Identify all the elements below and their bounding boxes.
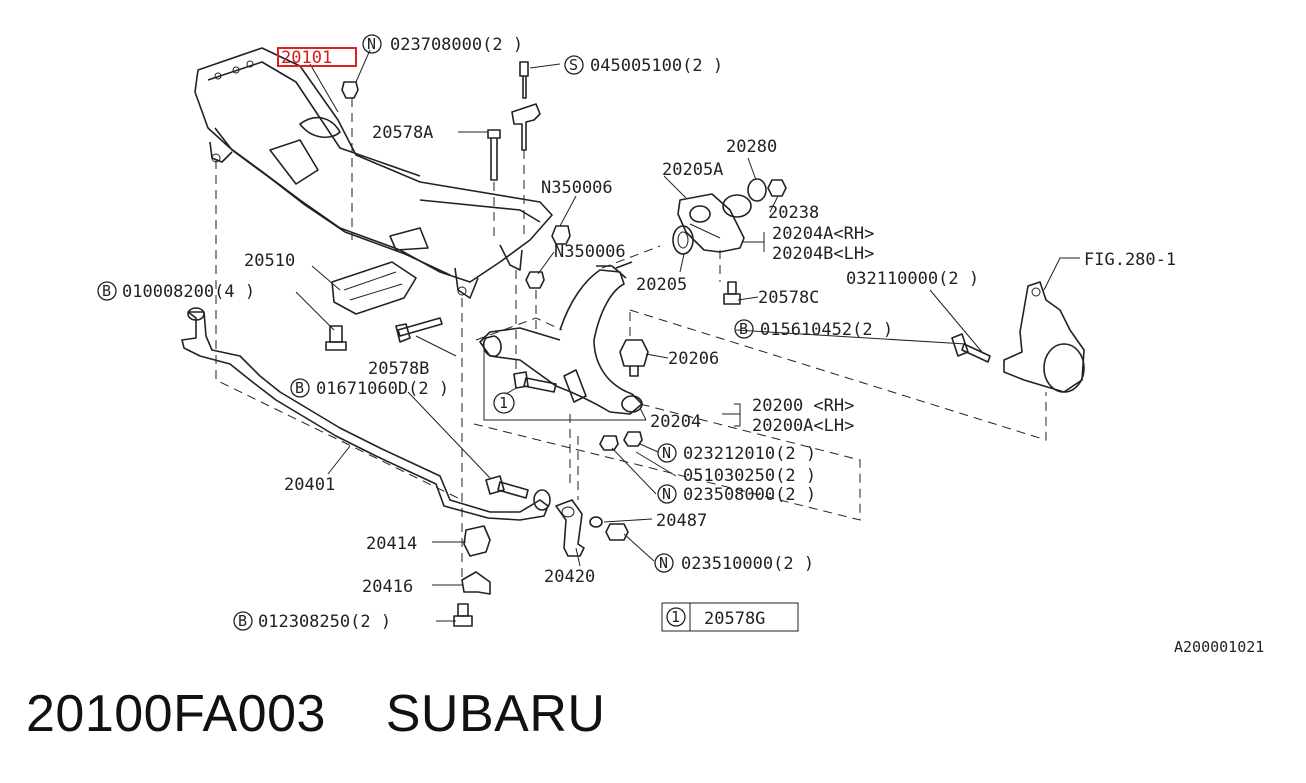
label-N350006-b[interactable]: N350006 — [554, 242, 626, 262]
nut-023708000[interactable] — [341, 81, 359, 99]
nuts-N350006[interactable] — [525, 225, 571, 289]
caption-brand: SUBARU — [385, 685, 606, 743]
stabilizer-link-20420[interactable] — [555, 499, 585, 557]
label-20200A[interactable]: 20200A<LH> — [752, 416, 854, 436]
label-20510[interactable]: 20510 — [244, 251, 295, 271]
svg-text:010008200(4 ): 010008200(4 ) — [122, 282, 255, 302]
callout-1-bolt[interactable]: 1 — [493, 392, 515, 414]
washer-20487[interactable] — [589, 516, 603, 528]
caption: 20100FA003 SUBARU — [26, 684, 605, 744]
label-032110000[interactable]: 032110000(2 ) — [846, 269, 979, 289]
label-051030250[interactable]: 051030250(2 ) — [683, 466, 816, 486]
svg-text:1: 1 — [499, 394, 508, 412]
stabilizer-bar-20401[interactable] — [181, 307, 549, 521]
washer-20280[interactable] — [747, 178, 767, 202]
svg-text:B: B — [295, 379, 304, 397]
control-arm-20200[interactable] — [479, 261, 643, 415]
callout-b-012308250[interactable]: B 012308250(2 ) — [233, 611, 391, 632]
svg-text:N: N — [659, 554, 668, 572]
bushing-20414[interactable] — [463, 525, 491, 557]
svg-text:B: B — [238, 612, 247, 630]
callout-n-023510000[interactable]: N 023510000(2 ) — [654, 553, 814, 574]
highlight-box — [277, 47, 357, 67]
bracket-20416[interactable] — [461, 571, 491, 595]
label-20101[interactable]: 20101 — [281, 48, 332, 68]
svg-text:N: N — [367, 35, 376, 53]
label-20238[interactable]: 20238 — [768, 203, 819, 223]
bolt-012308250[interactable] — [453, 603, 473, 627]
label-20204B[interactable]: 20204B<LH> — [772, 244, 874, 264]
svg-text:N: N — [662, 485, 671, 503]
svg-text:023708000(2 ): 023708000(2 ) — [390, 35, 523, 55]
bolt-045005100[interactable] — [511, 61, 541, 151]
label-20578A[interactable]: 20578A — [372, 123, 433, 143]
label-20578C[interactable]: 20578C — [758, 288, 819, 308]
svg-text:012308250(2 ): 012308250(2 ) — [258, 612, 391, 632]
label-20204[interactable]: 20204 — [650, 412, 701, 432]
bushing-housing-20204[interactable] — [677, 193, 745, 253]
label-FIG280-1[interactable]: FIG.280-1 — [1084, 250, 1176, 270]
svg-text:045005100(2 ): 045005100(2 ) — [590, 56, 723, 76]
bolt-015610452[interactable] — [951, 333, 991, 363]
label-20487[interactable]: 20487 — [656, 511, 707, 531]
bolt-010008200[interactable] — [325, 325, 347, 351]
label-20205[interactable]: 20205 — [636, 275, 687, 295]
assembly-lines — [215, 98, 1047, 580]
svg-text:B: B — [739, 320, 748, 338]
svg-text:20578G: 20578G — [704, 609, 765, 629]
callout-b-010008200[interactable]: B 010008200(4 ) — [97, 281, 255, 302]
label-20206[interactable]: 20206 — [668, 349, 719, 369]
callout-s-045005100[interactable]: S 045005100(2 ) — [564, 55, 723, 76]
callout-b-015610452[interactable]: B 015610452(2 ) — [734, 319, 893, 340]
label-20204A[interactable]: 20204A<RH> — [772, 224, 874, 244]
label-20416[interactable]: 20416 — [362, 577, 413, 597]
svg-text:015610452(2 ): 015610452(2 ) — [760, 320, 893, 340]
bolt-01671060D[interactable] — [485, 475, 529, 499]
bolt-20578B[interactable] — [395, 317, 443, 343]
svg-text:023212010(2 ): 023212010(2 ) — [683, 444, 816, 464]
svg-text:023508000(2 ): 023508000(2 ) — [683, 485, 816, 505]
bushing-20205[interactable] — [672, 225, 694, 255]
steering-knuckle-part[interactable] — [1003, 281, 1085, 393]
callout-n-023508000[interactable]: N 023508000(2 ) — [657, 484, 816, 505]
nut-20238[interactable] — [767, 179, 787, 197]
label-20401[interactable]: 20401 — [284, 475, 335, 495]
label-20280[interactable]: 20280 — [726, 137, 777, 157]
nut-023508000[interactable] — [599, 435, 619, 451]
label-N350006-a[interactable]: N350006 — [541, 178, 613, 198]
bolt-20578G[interactable] — [513, 371, 557, 393]
svg-text:S: S — [569, 56, 578, 74]
label-20578B[interactable]: 20578B — [368, 359, 429, 379]
label-20414[interactable]: 20414 — [366, 534, 417, 554]
washer-20205A[interactable] — [722, 194, 752, 218]
callout-n-023212010[interactable]: N 023212010(2 ) — [657, 443, 816, 464]
nut-023212010[interactable] — [623, 431, 643, 447]
caption-part-number: 20100FA003 — [26, 685, 326, 743]
svg-text:023510000(2 ): 023510000(2 ) — [681, 554, 814, 574]
svg-text:B: B — [102, 282, 111, 300]
label-20200[interactable]: 20200 <RH> — [752, 396, 854, 416]
bushing-link-end[interactable] — [533, 489, 551, 511]
svg-text:01671060D(2 ): 01671060D(2 ) — [316, 379, 449, 399]
callout-b-01671060D[interactable]: B 01671060D(2 ) — [290, 378, 449, 399]
label-20205A[interactable]: 20205A — [662, 160, 723, 180]
leader-lines — [295, 49, 1080, 622]
bolt-20578C[interactable] — [723, 281, 741, 305]
ball-joint-20206[interactable] — [619, 339, 649, 377]
parts-diagram: 20101 N 023708000(2 ) S 045005100(2 ) B … — [97, 34, 1264, 656]
label-20420[interactable]: 20420 — [544, 567, 595, 587]
callout-n-023708000[interactable]: N 023708000(2 ) — [362, 34, 523, 55]
svg-text:N: N — [662, 444, 671, 462]
reference-code: A200001021 — [1174, 638, 1264, 656]
legend-box: 1 20578G — [661, 602, 799, 632]
bolt-20578A[interactable] — [487, 129, 501, 181]
nut-023510000[interactable] — [605, 523, 629, 541]
bracket-part-20510[interactable] — [331, 261, 417, 315]
crossmember-part[interactable] — [194, 47, 553, 299]
svg-text:1: 1 — [671, 608, 680, 626]
